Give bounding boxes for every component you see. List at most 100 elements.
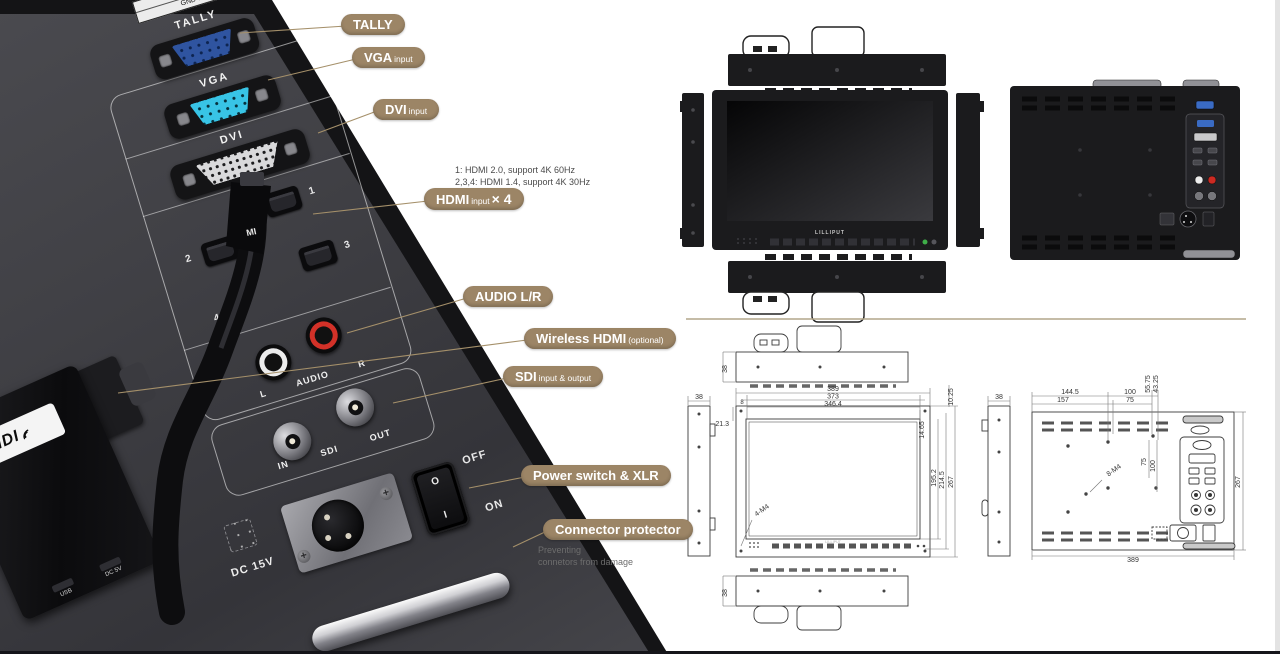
dim-front-view bbox=[687, 325, 931, 631]
callout-hdmi-text: HDMI bbox=[436, 192, 470, 207]
right-side-view-drawing bbox=[956, 93, 984, 247]
page-bottom-line bbox=[0, 651, 1280, 654]
power-led bbox=[922, 239, 928, 245]
dim-rear-view bbox=[981, 405, 1236, 557]
rca-ring bbox=[255, 344, 291, 380]
screw-nut-icon bbox=[157, 53, 173, 69]
standby-led bbox=[931, 239, 937, 245]
screw-icon: + bbox=[378, 485, 395, 502]
dim-38-side: 38 bbox=[695, 394, 703, 401]
dim-rear-screws bbox=[997, 418, 1158, 544]
callout-wireless-suffix: (optional) bbox=[628, 335, 664, 345]
dim-267: 267 bbox=[948, 476, 955, 488]
back-rca-red bbox=[1207, 175, 1217, 185]
back-switch bbox=[1202, 211, 1215, 227]
dim-38-rear: 38 bbox=[995, 394, 1003, 401]
xlr-pin bbox=[324, 534, 332, 542]
callout-hdmi-suffix: input bbox=[471, 196, 490, 206]
power-switch[interactable]: O I bbox=[409, 460, 472, 537]
dim-8m4: 8-M4 bbox=[1106, 463, 1123, 478]
left-side-view-drawing bbox=[680, 93, 704, 247]
callout-vga-text: VGA bbox=[364, 50, 393, 65]
dim-38-bottom: 38 bbox=[722, 589, 729, 597]
rca-ring bbox=[306, 317, 342, 353]
callout-audio: AUDIO L/R bbox=[463, 286, 554, 307]
protector-note-line1: Preventing bbox=[538, 545, 582, 555]
bnc-pin bbox=[282, 431, 302, 451]
callout-protector-text: Connector protector bbox=[555, 522, 681, 537]
hdmi-note-line1: 1: HDMI 2.0, support 4K 60Hz bbox=[455, 165, 576, 175]
back-dvi-connector bbox=[1193, 132, 1218, 142]
callout-sdi-text: SDI bbox=[515, 369, 537, 384]
callout-vga-suffix: input bbox=[394, 54, 413, 64]
page-right-strip bbox=[1275, 0, 1280, 654]
bnc-center bbox=[351, 403, 359, 412]
dim-100-v: 100 bbox=[1150, 460, 1157, 472]
dim-rear-lines bbox=[987, 390, 1246, 560]
dim-389-rear: 389 bbox=[1127, 557, 1139, 564]
xlr-pin bbox=[323, 513, 331, 522]
wireless-hdmi-dongle: WHDI USB DC 5V bbox=[0, 354, 163, 622]
callout-dvi-suffix: input bbox=[408, 106, 428, 116]
back-tally-connector bbox=[1195, 100, 1215, 110]
whdi-logo-band: WHDI bbox=[0, 402, 67, 483]
dim-43-25: 43.25 bbox=[1153, 375, 1160, 393]
dim-55-75: 55.75 bbox=[1145, 375, 1152, 393]
bottom-view-drawing bbox=[728, 254, 946, 323]
back-xlr bbox=[1179, 210, 1197, 228]
callout-power-text: Power switch & XLR bbox=[533, 468, 659, 483]
bnc-pin bbox=[345, 398, 365, 417]
dim-front-lines bbox=[687, 351, 958, 607]
screw-nut-icon bbox=[283, 141, 299, 157]
rocker-key[interactable]: O I bbox=[416, 466, 465, 531]
wifi-signal-icon bbox=[23, 429, 29, 440]
whdi-logo: WHDI bbox=[0, 427, 23, 462]
dim-373: 373 bbox=[827, 394, 839, 401]
rocker-off-symbol: O bbox=[430, 475, 441, 489]
dim-4m4: 4-M4 bbox=[754, 503, 771, 518]
dim-10-25: 10.25 bbox=[948, 388, 955, 406]
back-view-drawing bbox=[1010, 79, 1240, 260]
dongle-usb-port: USB bbox=[50, 577, 80, 601]
callout-wireless-text: Wireless HDMI bbox=[536, 331, 627, 346]
dim-389: 389 bbox=[827, 386, 839, 393]
dim-38-top: 38 bbox=[722, 365, 729, 373]
callout-dvi-text: DVI bbox=[385, 102, 407, 117]
dim-157: 157 bbox=[1057, 397, 1069, 404]
callout-protector: Connector protector bbox=[543, 519, 693, 540]
dim-214-5: 214.5 bbox=[939, 471, 946, 489]
callout-tally: TALLY bbox=[341, 14, 405, 35]
dim-21-3: 21.3 bbox=[715, 421, 729, 428]
back-hdmi-connectors bbox=[1192, 147, 1218, 166]
screw-nut-icon bbox=[236, 29, 252, 45]
xlr-hole bbox=[305, 493, 371, 559]
dim-267-rear: 267 bbox=[1235, 476, 1242, 488]
connector-protector-bar bbox=[309, 569, 513, 654]
dongle-body: WHDI USB DC 5V bbox=[0, 363, 163, 622]
screw-icon: + bbox=[295, 548, 313, 565]
dim-346: 346.4 bbox=[824, 401, 842, 408]
callout-hdmi-mult: × 4 bbox=[491, 191, 512, 207]
protector-note-line2: connetors from damage bbox=[538, 557, 634, 568]
protector-note: Preventing connetors from damage bbox=[538, 544, 633, 568]
dim-144-5: 144.5 bbox=[1061, 389, 1079, 396]
power-on-label: ON bbox=[483, 497, 505, 515]
back-bnc bbox=[1207, 191, 1217, 201]
callout-wireless: Wireless HDMI(optional) bbox=[524, 328, 676, 349]
back-rca-white bbox=[1194, 175, 1204, 185]
screw-nut-icon bbox=[181, 172, 197, 188]
hdmi-slot bbox=[205, 239, 236, 262]
screw-nut-icon bbox=[254, 87, 270, 103]
speaker-grille bbox=[737, 238, 757, 244]
dim-75-v: 75 bbox=[1141, 458, 1148, 466]
hdmi-slot bbox=[303, 244, 333, 267]
back-bnc bbox=[1194, 191, 1204, 201]
xlr-pin bbox=[344, 532, 353, 540]
hdmi-slot bbox=[268, 190, 298, 213]
callout-sdi-suffix: input & output bbox=[538, 373, 592, 383]
xlr-power-socket: + + bbox=[279, 472, 414, 574]
callout-power: Power switch & XLR bbox=[521, 465, 671, 486]
